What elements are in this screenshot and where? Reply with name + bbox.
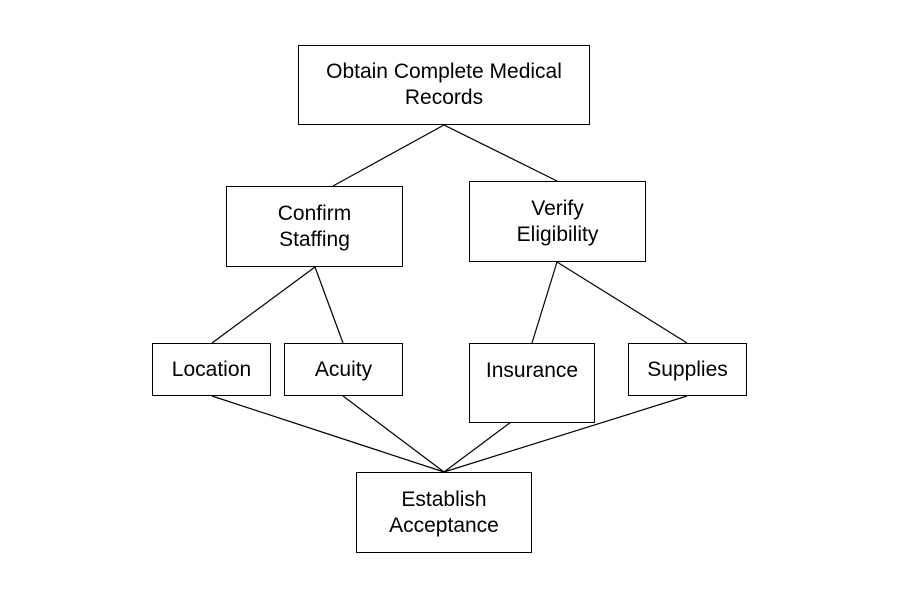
node-location: Location	[152, 343, 271, 396]
node-establish-acceptance: Establish Acceptance	[356, 472, 532, 553]
node-supplies: Supplies	[628, 343, 747, 396]
edge-acuity-to-establish	[342, 395, 445, 473]
edge-verify-to-supplies	[556, 261, 688, 344]
node-insurance: Insurance	[469, 343, 595, 423]
node-obtain-complete-medical-records: Obtain Complete Medical Records	[298, 45, 590, 125]
node-verify-eligibility: Verify Eligibility	[469, 181, 646, 262]
edge-obtain-to-confirm	[332, 124, 445, 187]
node-label: Confirm Staffing	[277, 201, 352, 251]
node-confirm-staffing: Confirm Staffing	[226, 186, 403, 267]
edge-confirm-to-acuity	[314, 266, 344, 344]
node-acuity: Acuity	[284, 343, 403, 396]
node-label: Supplies	[647, 357, 728, 381]
edge-location-to-establish	[211, 395, 445, 473]
node-label: Acuity	[314, 357, 373, 381]
node-label: Insurance	[485, 359, 579, 382]
edge-obtain-to-verify	[443, 124, 558, 182]
node-label: Location	[171, 357, 252, 381]
edge-confirm-to-location	[211, 266, 316, 344]
node-label: Verify Eligibility	[516, 196, 599, 246]
node-label: Obtain Complete Medical Records	[326, 60, 562, 109]
node-label: Establish Acceptance	[389, 487, 499, 537]
edge-verify-to-insurance	[531, 261, 558, 344]
edge-supplies-to-establish	[443, 395, 688, 473]
